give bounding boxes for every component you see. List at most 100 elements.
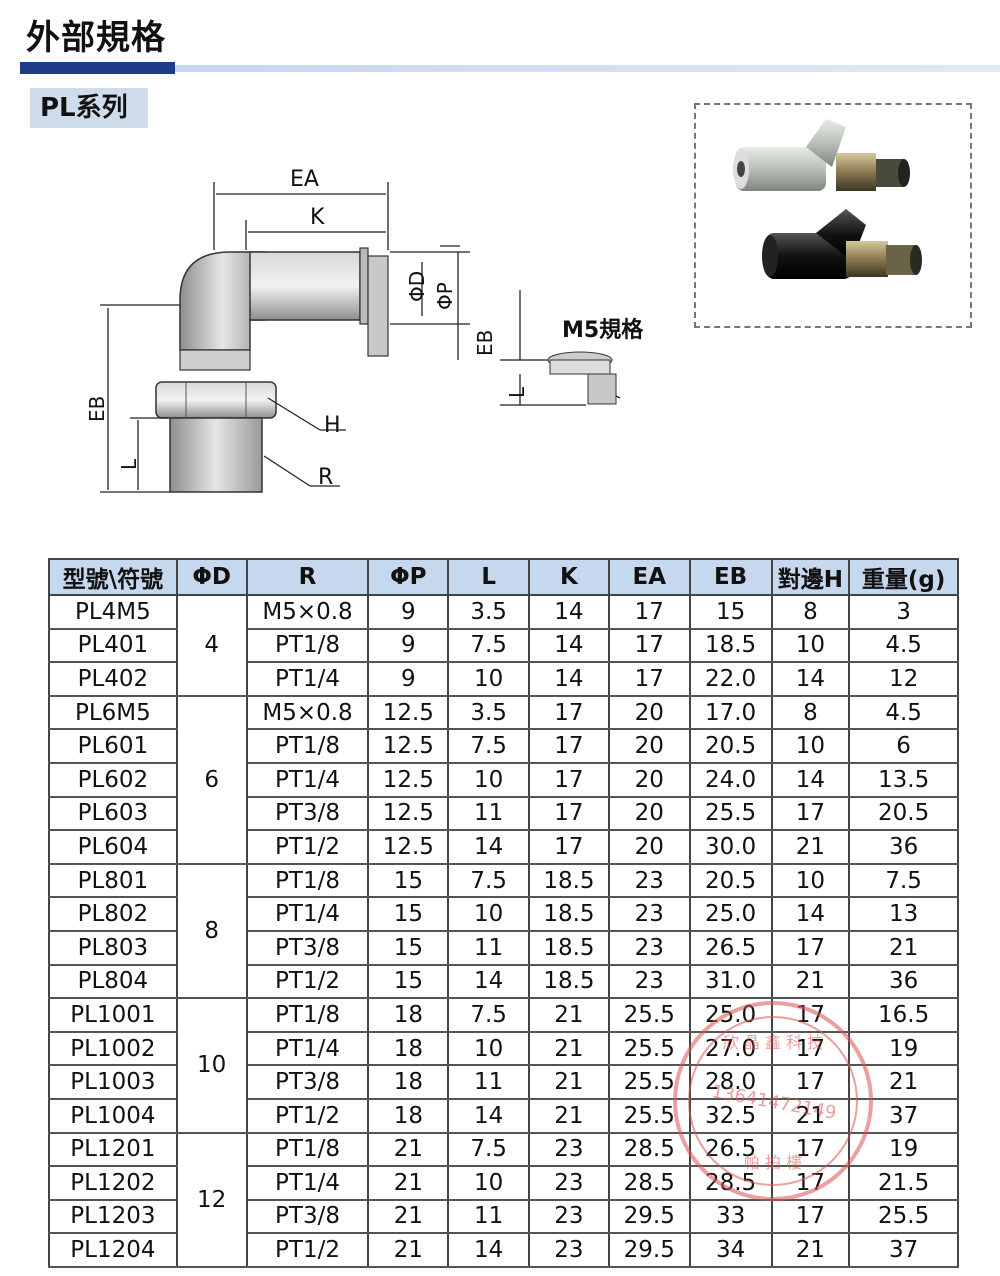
table-cell: 20.5 — [848, 796, 959, 832]
table-cell: 4 — [175, 595, 248, 697]
label-h: H — [324, 413, 341, 438]
table-cell: 11 — [447, 930, 531, 966]
table-cell: 15 — [367, 897, 450, 932]
header-cell: ΦP — [367, 558, 450, 596]
table-cell: 33 — [688, 1199, 773, 1235]
table-cell: 9 — [367, 662, 450, 697]
table-cell: 8 — [770, 595, 851, 630]
table-cell: 7.5 — [848, 863, 959, 899]
table-cell: PT3/8 — [245, 930, 370, 966]
table-cell: 25.5 — [607, 1031, 691, 1067]
table-cell: 13.5 — [848, 762, 959, 798]
page-title: 外部規格 — [26, 18, 166, 58]
table-cell: 18.5 — [528, 897, 610, 932]
table-cell: 10 — [447, 1166, 531, 1201]
table-cell: 17 — [528, 762, 610, 798]
table-cell: 37 — [848, 1098, 959, 1134]
table-cell: M5×0.8 — [245, 595, 370, 630]
table-cell: 7.5 — [447, 628, 531, 664]
table-cell: 14 — [447, 964, 531, 1000]
table-cell: 36 — [848, 964, 959, 1000]
table-cell: 14 — [528, 662, 610, 697]
table-cell: 23 — [607, 930, 691, 966]
table-cell: PL1001 — [48, 998, 178, 1033]
table-cell: 21 — [528, 1098, 610, 1134]
table-cell: 22.0 — [688, 662, 773, 697]
label-od: ΦD — [405, 271, 429, 302]
table-cell: 21 — [367, 1132, 450, 1168]
table-cell: 7.5 — [447, 1132, 531, 1168]
table-cell: 14 — [770, 762, 851, 798]
table-cell: 21 — [770, 1098, 851, 1134]
table-cell: 20 — [607, 729, 691, 764]
table-cell: 16.5 — [848, 998, 959, 1033]
table-cell: 17 — [770, 998, 851, 1033]
table-cell: 23 — [607, 863, 691, 899]
table-cell: PT1/8 — [245, 863, 370, 899]
table-cell: 12 — [175, 1132, 248, 1268]
table-cell: 25.5 — [607, 1065, 691, 1100]
table-cell: 20 — [607, 830, 691, 865]
table-cell: 3 — [848, 595, 959, 630]
table-cell: 17.0 — [688, 695, 773, 731]
table-cell: 9 — [367, 628, 450, 664]
table-cell: 12.5 — [367, 729, 450, 764]
table-cell: 17 — [770, 1031, 851, 1067]
table-cell: 25.5 — [607, 998, 691, 1033]
table-cell: 3.5 — [447, 695, 531, 731]
table-cell: PL803 — [48, 930, 178, 966]
table-cell: 37 — [848, 1233, 959, 1268]
table-cell: PT1/4 — [245, 662, 370, 697]
table-cell: 25.0 — [688, 897, 773, 932]
table-cell: 12.5 — [367, 695, 450, 731]
header-cell: 對邊H — [770, 558, 851, 596]
table-cell: 12.5 — [367, 796, 450, 832]
table-cell: 23 — [528, 1233, 610, 1268]
label-r: R — [318, 465, 333, 490]
table-cell: 23 — [607, 897, 691, 932]
table-cell: 31.0 — [688, 964, 773, 1000]
table-cell: 18 — [367, 1065, 450, 1100]
table-cell: 15 — [367, 964, 450, 1000]
table-cell: 21 — [367, 1233, 450, 1268]
header-cell: EA — [607, 558, 691, 596]
table-cell: PL604 — [48, 830, 178, 865]
table-cell: PT1/4 — [245, 1031, 370, 1067]
table-cell: 30.0 — [688, 830, 773, 865]
table-cell: 21 — [848, 1065, 959, 1100]
table-cell: 24.0 — [688, 762, 773, 798]
table-cell: 28.0 — [688, 1065, 773, 1100]
table-cell: PT3/8 — [245, 796, 370, 832]
elbow-fitting-drawing: EA K ΦD ΦP EB EB L L H R R — [85, 167, 620, 493]
table-cell: 17 — [770, 1166, 851, 1201]
table-cell: 15 — [688, 595, 773, 630]
label-m5-l: L — [505, 386, 529, 398]
table-cell: 14 — [528, 595, 610, 630]
table-cell: 17 — [770, 930, 851, 966]
table-cell: 12.5 — [367, 830, 450, 865]
table-cell: 10 — [175, 998, 248, 1134]
table-cell: 20 — [607, 796, 691, 832]
table-cell: PL802 — [48, 897, 178, 932]
table-cell: 13 — [848, 897, 959, 932]
table-cell: 23 — [528, 1199, 610, 1235]
table-cell: 17 — [770, 1132, 851, 1168]
table-cell: 21 — [528, 998, 610, 1033]
table-cell: 21 — [770, 1233, 851, 1268]
header-cell: 型號\符號 — [48, 558, 178, 596]
table-cell: 18 — [367, 1031, 450, 1067]
table-cell: PL804 — [48, 964, 178, 1000]
